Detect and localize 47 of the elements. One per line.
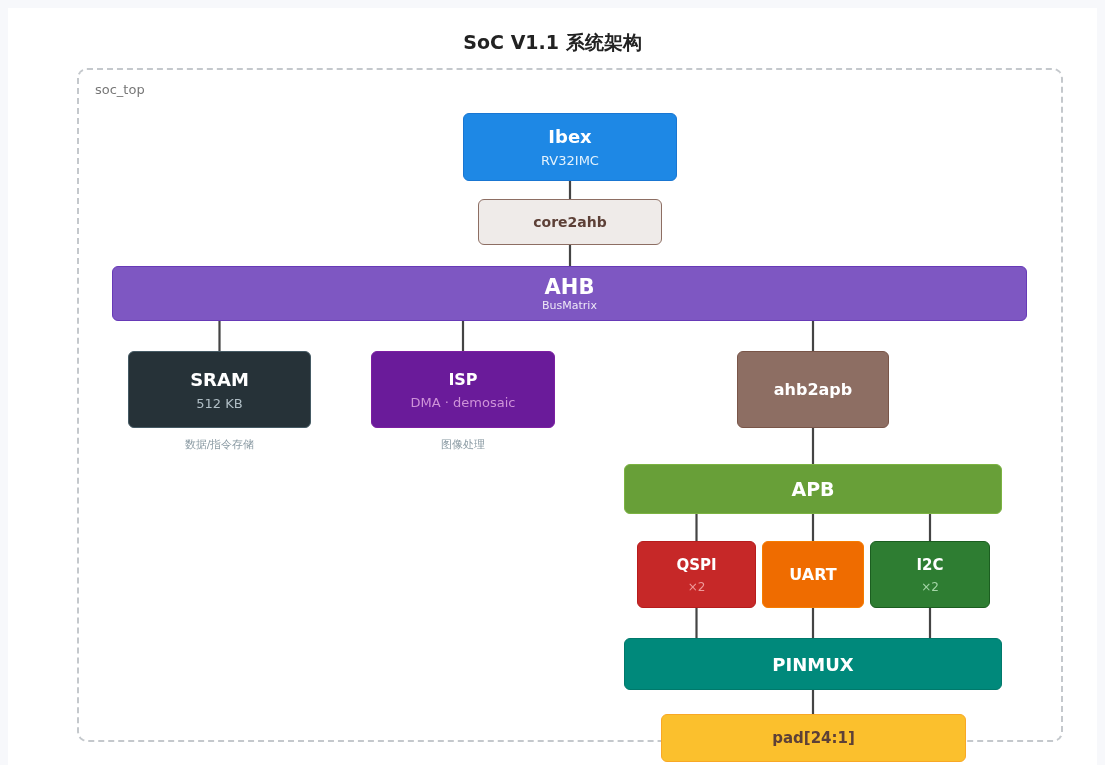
module-detail: RV32IMC — [541, 153, 599, 168]
connector-line — [811, 514, 815, 541]
module-box — [371, 351, 555, 428]
connector-line — [461, 321, 465, 351]
module-name: PINMUX — [772, 653, 854, 675]
module-detail: BusMatrix — [542, 299, 597, 312]
module-name: Ibex — [548, 126, 592, 147]
module-detail: ×2 — [687, 579, 706, 594]
module-name: I2C — [916, 555, 944, 574]
connector-line — [695, 608, 698, 638]
module-name: SRAM — [190, 368, 249, 390]
connector-line — [811, 321, 815, 351]
module-box — [737, 351, 889, 428]
container-label: soc_top — [95, 82, 145, 97]
module-caption: 数据/指令存储 — [183, 437, 256, 452]
module-box — [463, 113, 677, 181]
module-box — [478, 199, 662, 245]
module-detail: 512 KB — [196, 395, 243, 411]
module-box — [637, 541, 756, 608]
module-box — [762, 541, 864, 608]
diagram-title: SoC V1.1 系统架构 — [462, 30, 643, 55]
connector-line — [218, 321, 221, 351]
module-name: APB — [791, 478, 835, 500]
connector-line — [695, 514, 698, 541]
module-box — [624, 464, 1002, 514]
module-name: core2ahb — [533, 214, 607, 230]
module-name: UART — [789, 565, 837, 584]
module-name: AHB — [544, 275, 595, 299]
connector-line — [811, 608, 815, 638]
connector-line — [928, 514, 932, 541]
connector-line — [811, 690, 815, 714]
module-name: ISP — [448, 369, 478, 389]
module-box — [112, 266, 1027, 321]
module-caption: 图像处理 — [440, 437, 486, 452]
module-name: QSPI — [676, 555, 717, 574]
module-detail: ×2 — [921, 579, 939, 594]
module-name: ahb2apb — [773, 380, 853, 399]
module-box — [870, 541, 990, 608]
module-detail: DMA · demosaic — [410, 394, 516, 410]
module-box — [128, 351, 311, 428]
module-box — [661, 714, 966, 762]
connector-line — [811, 428, 815, 464]
module-name: pad[24:1] — [772, 729, 855, 747]
connector-line — [568, 181, 572, 199]
connector-line — [568, 245, 572, 266]
connector-line — [928, 608, 932, 638]
module-box — [624, 638, 1002, 690]
